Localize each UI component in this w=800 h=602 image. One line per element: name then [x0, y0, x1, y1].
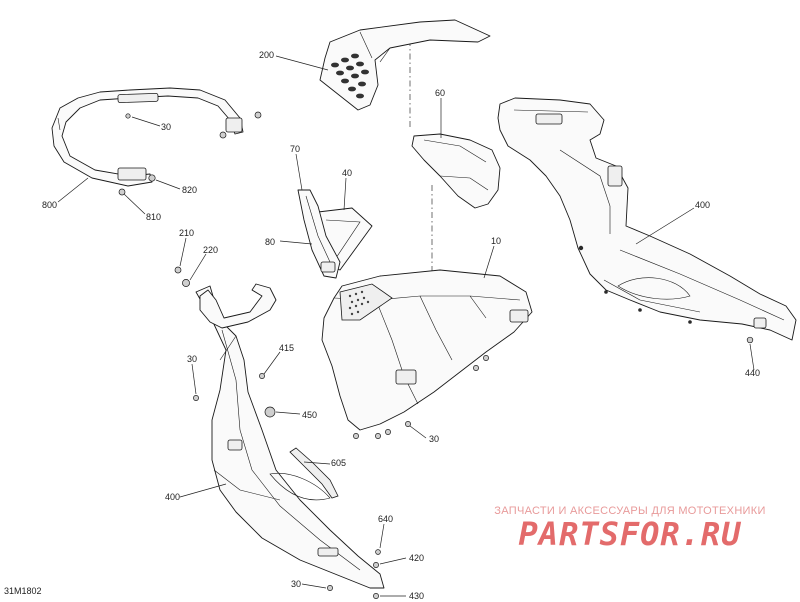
watermark-tagline: ЗАПЧАСТИ И АКСЕССУАРЫ ДЛЯ МОТОТЕХНИКИ	[494, 505, 766, 517]
callout-30: 30	[161, 122, 171, 132]
callout-820: 820	[182, 185, 197, 195]
callout-30: 30	[429, 434, 439, 444]
callout-60: 60	[435, 88, 445, 98]
callout-810: 810	[146, 212, 161, 222]
washer-icon	[125, 113, 131, 119]
screw-icon	[373, 562, 379, 568]
callout-200: 200	[259, 50, 274, 60]
callout-440: 440	[745, 368, 760, 378]
callout-400: 400	[695, 200, 710, 210]
callout-400: 400	[165, 492, 180, 502]
screw-icon	[174, 266, 182, 274]
callout-430: 430	[409, 591, 424, 601]
part-left-mount-bracket	[199, 283, 277, 329]
callout-30: 30	[187, 354, 197, 364]
watermark: ЗАПЧАСТИ И АКСЕССУАРЫ ДЛЯ МОТОТЕХНИКИ PA…	[480, 505, 780, 551]
part-60-air-duct	[411, 133, 501, 209]
nut-icon	[373, 593, 379, 599]
nut-icon	[148, 174, 156, 182]
watermark-logo: PARTSFOR.RU	[518, 515, 742, 553]
screw-icon	[385, 429, 391, 435]
screw-icon	[375, 433, 381, 439]
callout-10: 10	[491, 236, 501, 246]
grommet-icon	[264, 406, 276, 418]
leader-lines	[57, 55, 755, 597]
screw-icon	[375, 549, 381, 555]
callout-450: 450	[302, 410, 317, 420]
screw-icon	[353, 433, 359, 439]
screw-icon	[259, 373, 265, 379]
part-10-front-body	[321, 269, 533, 431]
screw-icon	[193, 395, 199, 401]
part-400-left-side-panel	[195, 285, 385, 589]
callout-40: 40	[342, 168, 352, 178]
callout-640: 640	[378, 514, 393, 524]
callout-70: 70	[290, 144, 300, 154]
screw-icon	[327, 585, 333, 591]
bolt-icon	[219, 131, 227, 139]
part-200-vent-cover	[319, 19, 491, 111]
part-400-right-side-panel	[497, 97, 797, 341]
callout-80: 80	[265, 237, 275, 247]
drawing-code: 31M1802	[4, 586, 42, 596]
bolt-icon	[254, 111, 262, 119]
screw-icon	[746, 336, 754, 344]
part-70-80-side-bracket	[297, 189, 341, 279]
screw-icon	[405, 421, 411, 427]
callout-210: 210	[179, 228, 194, 238]
part-605-clip-strip	[289, 447, 339, 499]
callout-220: 220	[203, 245, 218, 255]
callout-605: 605	[331, 458, 346, 468]
callout-420: 420	[409, 553, 424, 563]
screw-icon	[483, 355, 489, 361]
callout-415: 415	[279, 343, 294, 353]
callout-labels: 200 30 800 820 810 70 40 80 60 400 10 21…	[42, 50, 760, 601]
screw-icon	[473, 365, 479, 371]
part-800-grab-rail	[51, 87, 244, 187]
screw-icon	[118, 188, 126, 196]
clip-icon	[182, 279, 190, 287]
callout-30: 30	[291, 579, 301, 589]
callout-800: 800	[42, 200, 57, 210]
